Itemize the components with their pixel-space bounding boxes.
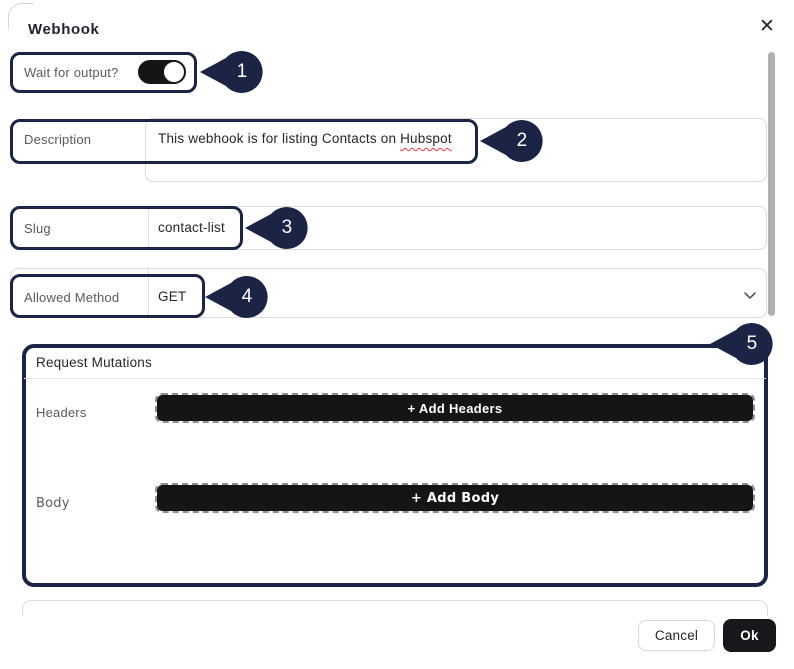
description-label: Description (24, 132, 92, 147)
next-section-peek (22, 600, 768, 616)
description-value: This webhook is for listing Contacts on … (158, 131, 452, 146)
slug-field[interactable] (10, 206, 767, 250)
add-body-button[interactable]: + Add Body (155, 483, 755, 513)
scrollbar-thumb[interactable] (768, 52, 775, 316)
wait-for-output-label: Wait for output? (24, 65, 119, 80)
allowed-method-select[interactable] (10, 268, 767, 318)
toggle-knob (162, 60, 186, 84)
modal-corner (8, 3, 34, 29)
description-textarea[interactable] (145, 118, 767, 182)
description-misspelled-word: Hubspot (400, 131, 452, 146)
cancel-button[interactable]: Cancel (638, 620, 715, 651)
allowed-method-divider (148, 269, 149, 317)
allowed-method-value: GET (158, 289, 187, 304)
body-label: Body (36, 496, 70, 511)
request-mutations-divider (24, 378, 766, 379)
request-mutations-section (22, 344, 768, 587)
wait-for-output-toggle[interactable] (138, 60, 186, 84)
slug-divider (148, 207, 149, 249)
ok-button[interactable]: Ok (723, 619, 776, 652)
slug-value: contact-list (158, 220, 225, 235)
close-icon[interactable]: ✕ (758, 16, 776, 37)
annotation-number: 1 (236, 61, 248, 82)
description-value-main: This webhook is for listing Contacts on (158, 131, 401, 146)
request-mutations-title: Request Mutations (36, 355, 152, 370)
annotation-pin-1: 1 (198, 49, 264, 95)
pin-shape-icon (200, 51, 263, 93)
chevron-down-icon (744, 292, 756, 299)
headers-label: Headers (36, 405, 87, 420)
allowed-method-label: Allowed Method (24, 290, 120, 305)
add-headers-button[interactable]: + Add Headers (155, 393, 755, 423)
dialog-title: Webhook (28, 21, 100, 38)
slug-label: Slug (24, 221, 51, 236)
